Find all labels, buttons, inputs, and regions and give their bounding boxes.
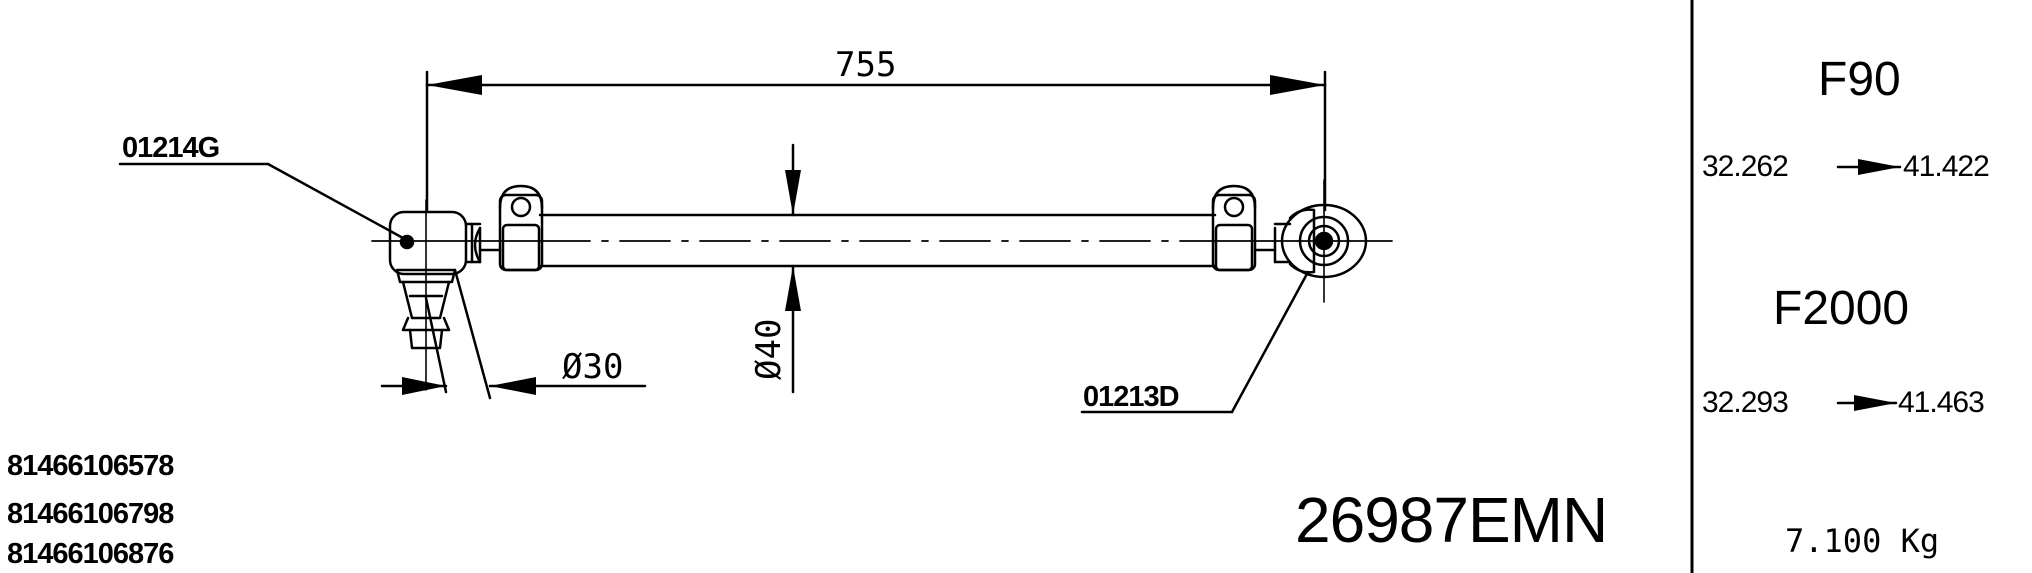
left-ball-joint — [388, 199, 492, 400]
tube — [371, 213, 1393, 268]
right-clamp — [1211, 184, 1277, 272]
pin-diameter-dimension — [380, 377, 647, 395]
part-number: 81466106876 — [7, 538, 174, 570]
pin-diameter-label: Ø30 — [562, 347, 624, 387]
application-range-to: 41.463 — [1898, 386, 1985, 419]
right-end-label: 01213D — [1083, 381, 1180, 413]
range-arrows — [1836, 159, 1902, 411]
tube-diameter-label: Ø40 — [749, 318, 789, 380]
weight-value: 7.100 Kg — [1785, 522, 1940, 560]
part-number: 81466106578 — [7, 450, 174, 482]
left-clamp — [473, 184, 544, 272]
application-range-from: 32.293 — [1702, 386, 1789, 419]
application-range-to: 41.422 — [1903, 150, 1990, 183]
application-range-from: 32.262 — [1702, 150, 1789, 183]
application-model: F90 — [1818, 53, 1901, 106]
right-eye-end — [1273, 179, 1368, 303]
part-number: 81466106798 — [7, 498, 174, 530]
application-model: F2000 — [1773, 282, 1910, 335]
callout-leaders — [118, 162, 1310, 414]
tube-diameter-dimension — [785, 143, 801, 394]
length-dimension-label: 755 — [835, 45, 897, 85]
reference-code: 26987EMN — [1295, 484, 1608, 556]
length-dimension — [425, 70, 1327, 212]
left-end-label: 01214G — [122, 132, 220, 164]
